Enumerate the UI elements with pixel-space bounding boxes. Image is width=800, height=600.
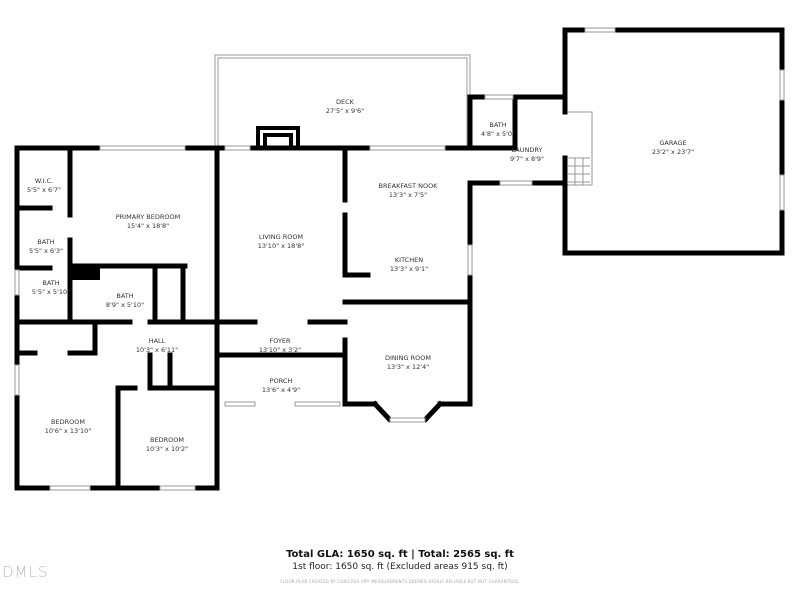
room-name: BATH	[489, 121, 506, 129]
room-size: 8'9" x 5'10"	[106, 301, 144, 309]
room-size: 9'7" x 8'9"	[510, 155, 544, 163]
room-size: 5'5" x 6'3"	[29, 247, 63, 255]
room-size: 13'10" x 18'8"	[258, 242, 304, 250]
room-size: 13'3" x 7'5"	[389, 191, 427, 199]
room-size: 10'6" x 13'10"	[45, 427, 91, 435]
chimney-block	[72, 264, 100, 280]
room-name: KITCHEN	[395, 256, 423, 264]
room-size: 13'3" x 9'1"	[390, 265, 428, 273]
room-name: HALL	[149, 337, 166, 345]
room-name: BATH	[42, 279, 59, 287]
room-size: 13'6" x 4'9"	[262, 386, 300, 394]
room-size: 10'3" x 6'11"	[136, 346, 178, 354]
room-name: DECK	[336, 98, 355, 106]
room-size: 13'10" x 3'2"	[259, 346, 301, 354]
room-name: BEDROOM	[150, 436, 184, 444]
room-name: PORCH	[270, 377, 293, 385]
room-size: 27'5" x 9'6"	[326, 107, 364, 115]
room-name: W.I.C.	[35, 177, 53, 185]
room-name: BATH	[37, 238, 54, 246]
room-name: LIVING ROOM	[259, 233, 303, 241]
room-name: BEDROOM	[51, 418, 85, 426]
room-labels: DECK 27'5" x 9'6" W.I.C. 5'5" x 6'7" PRI…	[27, 98, 694, 453]
floor-area: 1st floor: 1650 sq. ft (Excluded areas 9…	[292, 562, 508, 572]
room-size: 10'3" x 10'2"	[146, 445, 188, 453]
room-name: GARAGE	[659, 139, 686, 147]
room-size: 5'5" x 6'7"	[27, 186, 61, 194]
room-name: PRIMARY BEDROOM	[116, 213, 180, 221]
total-area: Total GLA: 1650 sq. ft | Total: 2565 sq.…	[286, 549, 514, 560]
room-size: 13'3" x 12'4"	[387, 363, 429, 371]
mls-logo: DMLS	[2, 563, 49, 581]
room-name: LAUNDRY	[512, 146, 543, 154]
room-name: FOYER	[269, 337, 291, 345]
room-name: BATH	[116, 292, 133, 300]
disclaimer: FLOOR PLAN CREATED BY CUBICASA APP. MEAS…	[280, 579, 520, 584]
walls	[14, 27, 785, 491]
room-size: 5'5" x 5'10"	[32, 288, 70, 296]
room-name: DINING ROOM	[385, 354, 431, 362]
fireplace	[256, 126, 300, 148]
room-size: 23'2" x 23'7"	[652, 148, 694, 156]
room-size: 15'4" x 18'8"	[127, 222, 169, 230]
windows	[14, 27, 785, 491]
garage-stairs	[565, 111, 593, 186]
room-name: BREAKFAST NOOK	[379, 182, 439, 190]
room-size: 4'8" x 5'0"	[481, 130, 515, 138]
